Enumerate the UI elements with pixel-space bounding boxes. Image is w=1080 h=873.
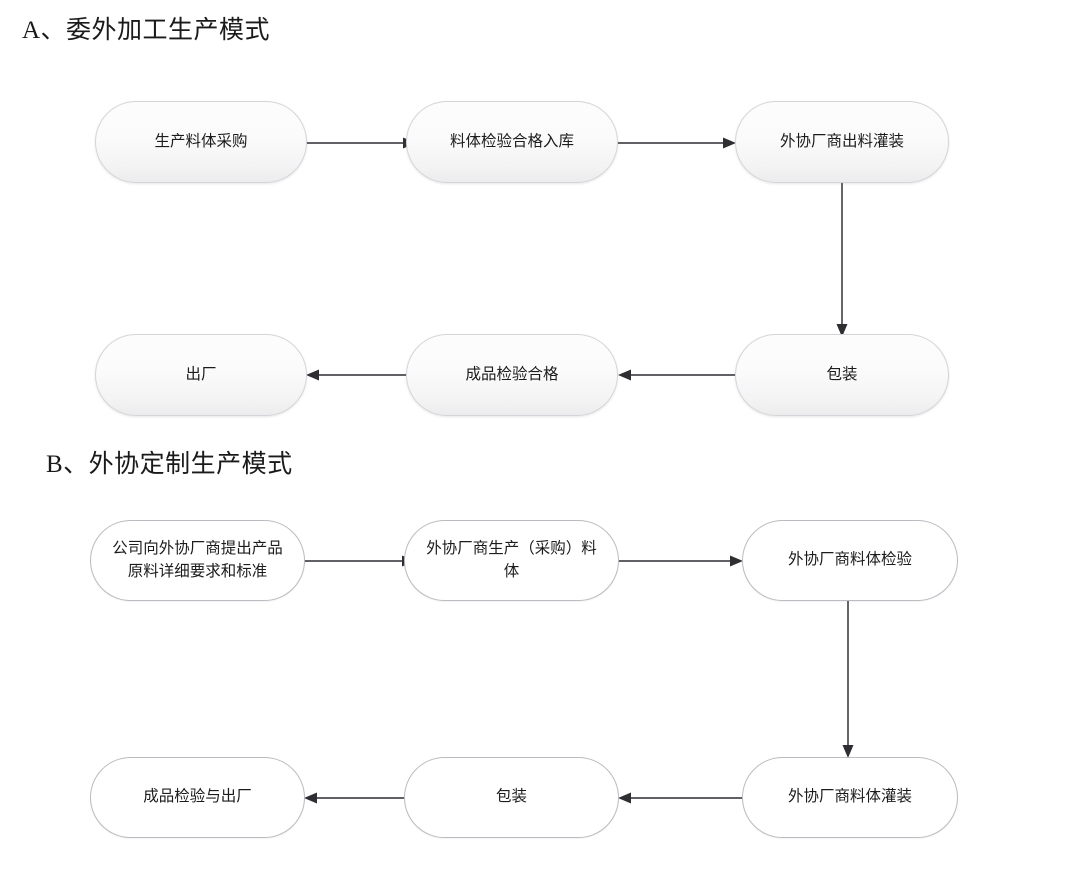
node-b1[interactable]: 公司向外协厂商提出产品 原料详细要求和标准 bbox=[90, 520, 305, 601]
section-b-title: B、外协定制生产模式 bbox=[46, 451, 293, 478]
arrow-a5-to-a6 bbox=[306, 369, 417, 381]
node-a6[interactable]: 出厂 bbox=[95, 334, 307, 416]
arrow-a1-to-a2 bbox=[305, 137, 416, 149]
node-a3[interactable]: 外协厂商出料灌装 bbox=[735, 101, 949, 183]
arrow-a2-to-a3 bbox=[617, 137, 736, 149]
node-b6[interactable]: 成品检验与出厂 bbox=[90, 757, 305, 838]
arrow-a3-to-a4 bbox=[836, 180, 848, 337]
node-b4[interactable]: 外协厂商料体灌装 bbox=[742, 757, 958, 838]
arrow-b3-to-b4 bbox=[842, 599, 854, 758]
node-a1[interactable]: 生产料体采购 bbox=[95, 101, 307, 183]
arrow-b1-to-b2 bbox=[303, 555, 415, 567]
arrow-a4-to-a5 bbox=[618, 369, 737, 381]
node-b2[interactable]: 外协厂商生产（采购）料 体 bbox=[404, 520, 619, 601]
arrow-b4-to-b5 bbox=[618, 792, 744, 804]
node-a5[interactable]: 成品检验合格 bbox=[406, 334, 618, 416]
arrow-b5-to-b6 bbox=[304, 792, 416, 804]
node-a4[interactable]: 包装 bbox=[735, 334, 949, 416]
node-a2[interactable]: 料体检验合格入库 bbox=[406, 101, 618, 183]
node-b3[interactable]: 外协厂商料体检验 bbox=[742, 520, 958, 601]
arrow-b2-to-b3 bbox=[617, 555, 743, 567]
node-b5[interactable]: 包装 bbox=[404, 757, 619, 838]
section-a-title: A、委外加工生产模式 bbox=[22, 17, 271, 44]
